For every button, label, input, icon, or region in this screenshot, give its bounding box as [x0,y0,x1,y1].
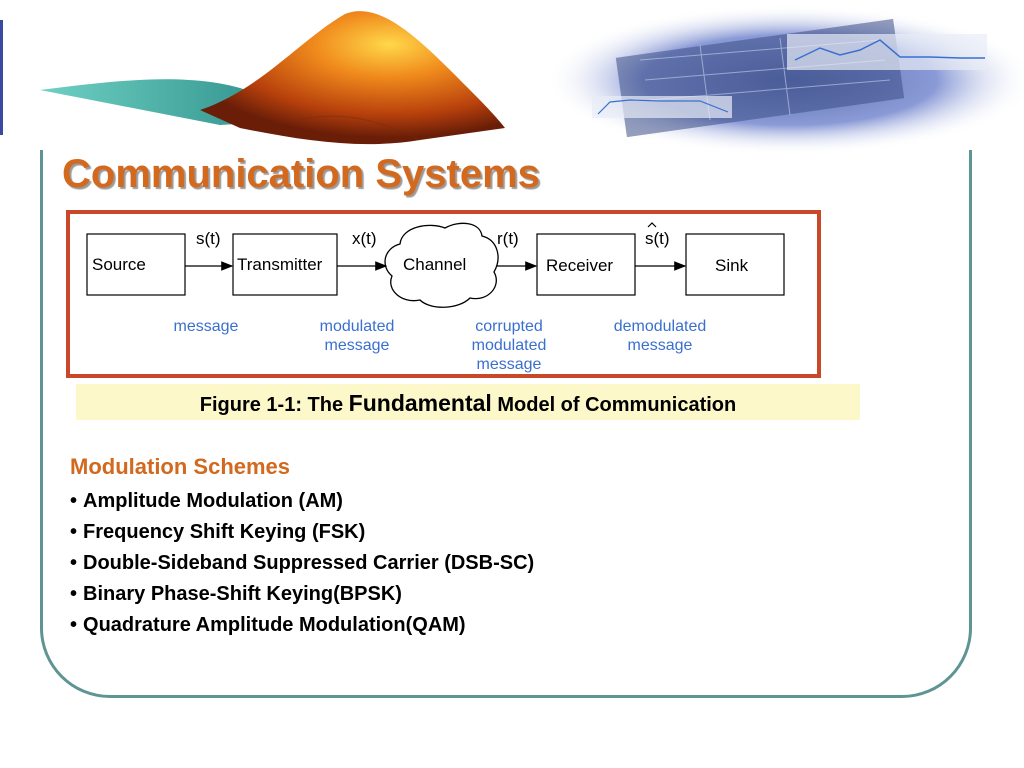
communication-model-diagram: Source Transmitter Channel Receiver Sink [66,210,821,378]
left-accent-bar [0,20,3,135]
receiver-label: Receiver [546,256,613,275]
transmitter-label: Transmitter [237,255,323,274]
signal-label-x: x(t) [352,229,377,248]
sink-label: Sink [715,256,749,275]
section-heading: Modulation Schemes [70,454,291,479]
annotation-corrupted-1: corrupted [475,318,543,335]
content-frame [40,150,972,698]
annotation-message: message [174,318,239,335]
list-item-text: Amplitude Modulation (AM) [83,490,343,512]
bullet: • [70,552,78,574]
list-item: •Binary Phase-Shift Keying(BPSK) [70,579,534,610]
circuit-board-graphic [545,5,1024,155]
page-title: Communication Systems [62,152,540,196]
figure-caption: Figure 1-1: The Fundamental Model of Com… [76,384,860,420]
signal-label-s: s(t) [196,229,221,248]
bullet: • [70,521,78,543]
sink-block [685,233,785,296]
header-decoration [40,5,1024,155]
list-item-text: Double-Sideband Suppressed Carrier (DSB-… [83,552,535,574]
list-item-text: Frequency Shift Keying (FSK) [83,521,366,543]
list-item-text: Quadrature Amplitude Modulation(QAM) [83,614,466,636]
list-item: •Frequency Shift Keying (FSK) [70,517,534,548]
modulation-list: •Amplitude Modulation (AM) •Frequency Sh… [70,486,534,641]
channel-label: Channel [403,255,466,274]
annotation-demodulated-2: message [628,337,693,354]
caption-emphasis: Fundamental [348,390,492,416]
list-item: •Double-Sideband Suppressed Carrier (DSB… [70,548,534,579]
surface-plot-graphic [40,11,505,145]
annotation-demodulated-1: demodulated [614,318,707,335]
source-label: Source [92,255,146,274]
receiver-block [536,233,636,296]
bullet: • [70,614,78,636]
caption-suffix: Model of Communication [491,394,737,416]
bullet: • [70,583,78,605]
bullet: • [70,490,78,512]
list-item: •Amplitude Modulation (AM) [70,486,534,517]
source-block [86,233,186,296]
list-item: •Quadrature Amplitude Modulation(QAM) [70,610,534,641]
annotation-corrupted-2: modulated [472,337,547,354]
transmitter-block [232,233,338,296]
signal-label-s-hat: s(t) [645,229,670,248]
hat-accent [647,222,657,228]
caption-prefix: Figure 1-1: The [199,394,349,416]
annotation-modulated-1: modulated [320,318,395,335]
channel-cloud [384,222,499,308]
annotation-modulated-2: message [325,337,390,354]
signal-label-r: r(t) [497,229,519,248]
annotation-corrupted-3: message [477,356,542,373]
list-item-text: Binary Phase-Shift Keying(BPSK) [83,583,402,605]
